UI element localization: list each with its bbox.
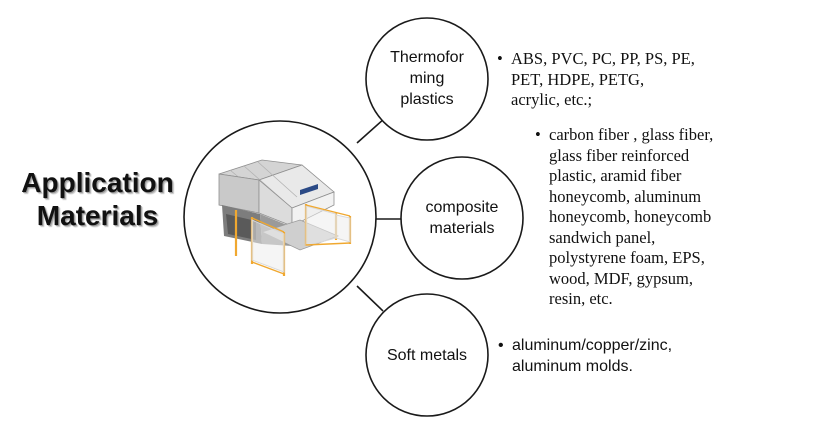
node-label-soft-metals: Soft metals — [372, 343, 482, 367]
diagram-title: Application Materials — [10, 166, 185, 232]
title-line-2: Materials — [36, 200, 159, 231]
title-line-1: Application — [21, 167, 174, 198]
connector-thermoforming — [356, 117, 386, 144]
node-label-line: Thermofor — [390, 48, 464, 66]
thermoforming-machine-icon — [218, 159, 352, 276]
node-label-line: ming — [409, 69, 445, 87]
bullet-list-composite: carbon fiber , glass fiber, glass fiber … — [535, 125, 725, 310]
node-circle-composite — [400, 156, 524, 280]
node-label-thermoforming: Thermofor ming plastics — [377, 35, 477, 121]
node-label-line: materials — [429, 220, 495, 237]
node-label-line: Soft metals — [386, 346, 468, 364]
node-circle-soft-metals — [365, 293, 489, 417]
bullet-list-thermoforming: ABS, PVC, PC, PP, PS, PE, PET, HDPE, PET… — [497, 49, 697, 111]
bullet-list-soft-metals: aluminum/copper/zinc, aluminum molds. — [498, 335, 698, 377]
node-circle-thermoforming — [365, 17, 489, 141]
bullet-item: carbon fiber , glass fiber, glass fiber … — [535, 125, 725, 310]
bullet-item: ABS, PVC, PC, PP, PS, PE, PET, HDPE, PET… — [497, 49, 697, 111]
bullet-item: aluminum/copper/zinc, aluminum molds. — [498, 335, 698, 377]
node-label-composite: composite materials — [412, 190, 512, 246]
connector-soft-metals — [356, 285, 384, 312]
node-label-line: plastics — [400, 90, 454, 108]
node-label-line: composite — [425, 199, 499, 216]
